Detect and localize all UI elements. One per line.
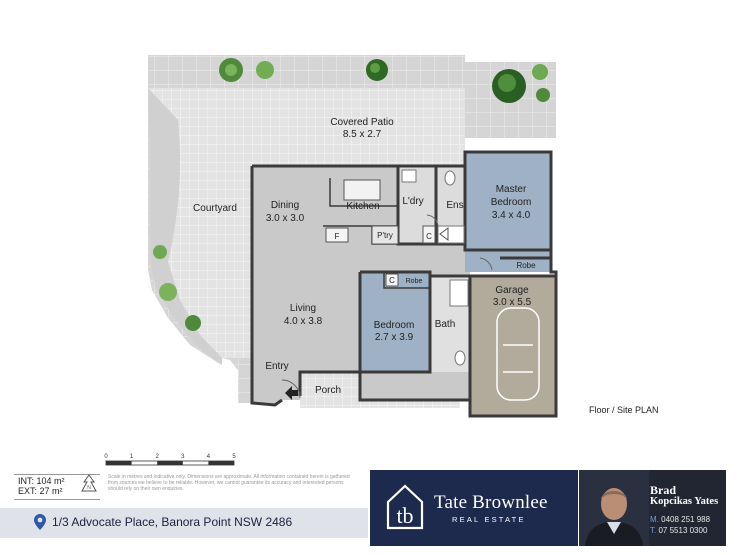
room-name-bedroom-robe: Robe	[406, 278, 423, 285]
external-area-value: 27 m²	[39, 486, 63, 496]
svg-text:tb: tb	[396, 503, 413, 528]
address-bar	[0, 508, 368, 538]
fixture-cupboard-bedroom: C	[389, 276, 395, 285]
scale-tick: 3	[181, 454, 185, 460]
room-name-bath: Bath	[435, 319, 456, 330]
agent-first-name: Brad	[650, 483, 677, 497]
room-name-master-bedroom-1: Master	[496, 184, 527, 195]
agency-logo-icon: tb	[386, 484, 424, 530]
ens-toilet	[444, 170, 456, 186]
scale-tick: 2	[156, 454, 160, 460]
scale-tick: 1	[130, 454, 134, 460]
agency-brand-panel	[370, 470, 578, 546]
agent-mobile-label: M.	[650, 515, 659, 524]
room-name-laundry: L'dry	[402, 196, 423, 207]
car-outline	[496, 307, 540, 401]
location-pin-icon	[34, 514, 46, 530]
doors	[281, 214, 493, 399]
scale-tick: 5	[232, 454, 236, 460]
room-name-master-bedroom-2: Bedroom	[491, 197, 532, 208]
agent-phone-number[interactable]: 07 5513 0300	[658, 526, 708, 535]
room-dims-living: 4.0 x 3.8	[284, 316, 323, 327]
room-name-robe: Robe	[516, 261, 536, 270]
agent-last-name: Kopcikas Yates	[650, 496, 719, 507]
fridge-box	[325, 227, 349, 243]
room-name-covered-patio: Covered Patio	[330, 117, 394, 128]
room-name-bedroom: Bedroom	[374, 320, 415, 331]
internal-area-value: 104 m²	[36, 476, 65, 486]
agent-mobile-number[interactable]: 0408 251 988	[661, 515, 711, 524]
area-summary: INT: 104 m² EXT: 27 m²	[14, 474, 100, 500]
room-name-garage: Garage	[495, 285, 529, 296]
compass-icon: N	[81, 474, 97, 492]
fixture-fridge: F	[335, 232, 340, 241]
agent-photo	[579, 470, 649, 546]
room-dims-covered-patio: 8.5 x 2.7	[343, 129, 382, 140]
scale-bar: 0 1 2 3 4 5	[104, 454, 236, 466]
fixture-cupboard-laundry: C	[426, 232, 432, 241]
room-name-pantry: P'try	[377, 231, 393, 240]
scale-tick: 0	[104, 454, 108, 460]
agent-phone-label: T.	[650, 526, 657, 535]
external-area: EXT: 27 m²	[18, 486, 63, 496]
svg-text:N: N	[87, 485, 91, 491]
pantry-box	[371, 225, 399, 245]
room-name-ensuite: Ens	[446, 200, 463, 211]
laundry-tub	[401, 169, 417, 183]
scale-tick: 4	[207, 454, 211, 460]
bath-vanity	[449, 279, 469, 307]
patio-area	[148, 88, 465, 358]
agency-subtitle: REAL ESTATE	[452, 515, 526, 524]
entry-arrow	[285, 386, 298, 400]
room-name-living: Living	[290, 303, 316, 314]
internal-area-label: INT:	[18, 476, 35, 486]
room-dims-bedroom: 2.7 x 3.9	[375, 332, 414, 343]
agent-mobile: M. 0408 251 988	[650, 515, 710, 524]
agency-name: Tate Brownlee	[434, 492, 548, 513]
floor-plan-title: Floor / Site PLAN	[589, 405, 659, 415]
property-address: 1/3 Advocate Place, Banora Point NSW 248…	[52, 515, 293, 529]
room-name-kitchen: Kitchen	[346, 201, 379, 212]
agent-phone: T. 07 5513 0300	[650, 526, 707, 535]
room-name-dining: Dining	[271, 200, 299, 211]
kitchen-bench	[343, 179, 381, 201]
garage-floor	[470, 276, 556, 416]
bedroom-cupboard	[385, 273, 399, 287]
ens-arrow	[439, 227, 449, 241]
floor-plan: Covered Patio 8.5 x 2.7 Courtyard Dining…	[148, 55, 558, 418]
disclaimer-text: Scale in metres and indicative only. Dim…	[108, 474, 350, 492]
external-area-label: EXT:	[18, 486, 38, 496]
room-name-porch: Porch	[315, 385, 341, 396]
internal-area: INT: 104 m²	[18, 476, 65, 486]
master-bedroom-floor	[465, 152, 551, 272]
room-dims-garage: 3.0 x 5.5	[493, 297, 532, 308]
bath-toilet	[454, 350, 466, 366]
room-name-entry: Entry	[265, 361, 288, 372]
room-dims-master-bedroom: 3.4 x 4.0	[492, 210, 531, 221]
agent-panel	[579, 470, 726, 546]
laundry-cupboard	[422, 225, 436, 244]
room-dims-dining: 3.0 x 3.0	[266, 213, 305, 224]
room-name-courtyard: Courtyard	[193, 203, 237, 214]
